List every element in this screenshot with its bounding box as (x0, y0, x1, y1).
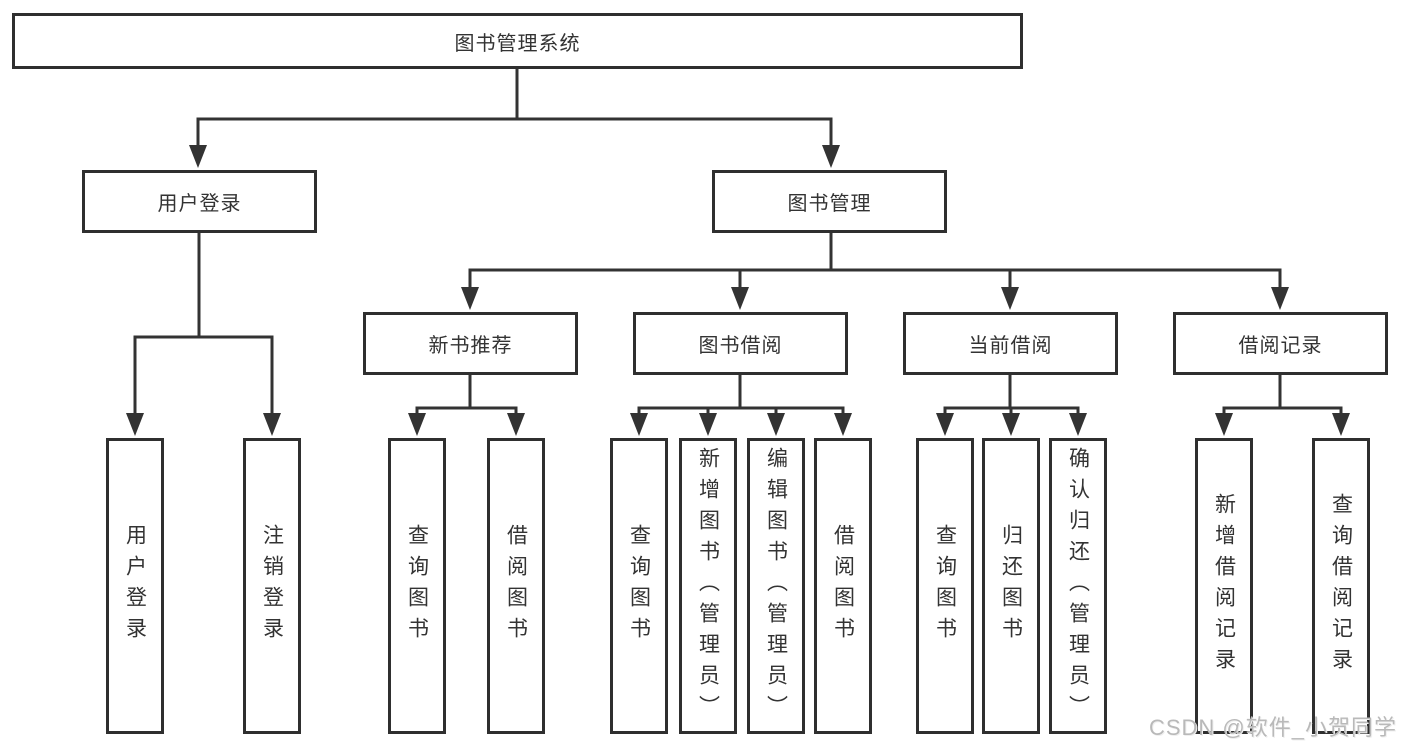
leaf-return-books: 归还图书 (982, 438, 1040, 734)
leaf-add-borrow-record: 新增借阅记录 (1195, 438, 1253, 734)
node-label: 注销登录 (260, 524, 284, 648)
leaf-query-books-recommend: 查询图书 (388, 438, 446, 734)
watermark-text: CSDN @软件_小贺同学 (1148, 715, 1397, 740)
leaf-query-books-borrow: 查询图书 (610, 438, 668, 734)
node-label: 编辑图书（管理员） (764, 446, 788, 726)
node-label: 用户登录 (123, 524, 147, 648)
node-new-book-recommendation: 新书推荐 (363, 312, 578, 375)
node-label: 用户登录 (157, 193, 242, 215)
node-label: 借阅记录 (1238, 335, 1323, 357)
node-label: 查询图书 (933, 524, 957, 648)
arrowheads (126, 145, 1350, 436)
leaf-borrow-books-borrow: 借阅图书 (814, 438, 872, 734)
node-borrowing-records: 借阅记录 (1173, 312, 1388, 375)
node-label: 查询借阅记录 (1329, 493, 1353, 679)
node-label: 图书管理 (787, 193, 872, 215)
node-label: 确认归还（管理员） (1066, 446, 1090, 726)
node-library-management-system: 图书管理系统 (12, 13, 1023, 69)
leaf-logout-login: 注销登录 (243, 438, 301, 734)
node-label: 借阅图书 (504, 524, 528, 648)
leaf-edit-books-admin: 编辑图书（管理员） (747, 438, 805, 734)
node-label: 查询图书 (627, 524, 651, 648)
node-label: 新书推荐 (428, 335, 513, 357)
node-label: 图书管理系统 (454, 32, 581, 55)
node-label: 图书借阅 (698, 335, 783, 357)
node-user-login: 用户登录 (82, 170, 317, 233)
node-book-management: 图书管理 (712, 170, 947, 233)
leaf-add-books-admin: 新增图书（管理员） (679, 438, 737, 734)
node-label: 新增借阅记录 (1212, 493, 1236, 679)
leaf-user-login: 用户登录 (106, 438, 164, 734)
leaf-query-borrow-record: 查询借阅记录 (1312, 438, 1370, 734)
node-label: 当前借阅 (968, 335, 1053, 357)
node-label: 新增图书（管理员） (696, 446, 720, 726)
node-current-borrowing: 当前借阅 (903, 312, 1118, 375)
leaf-confirm-return-admin: 确认归还（管理员） (1049, 438, 1107, 734)
node-label: 查询图书 (405, 524, 429, 648)
node-label: 借阅图书 (831, 524, 855, 648)
leaf-query-books-current: 查询图书 (916, 438, 974, 734)
node-label: 归还图书 (999, 524, 1023, 648)
node-book-borrowing: 图书借阅 (633, 312, 848, 375)
leaf-borrow-books-recommend: 借阅图书 (487, 438, 545, 734)
